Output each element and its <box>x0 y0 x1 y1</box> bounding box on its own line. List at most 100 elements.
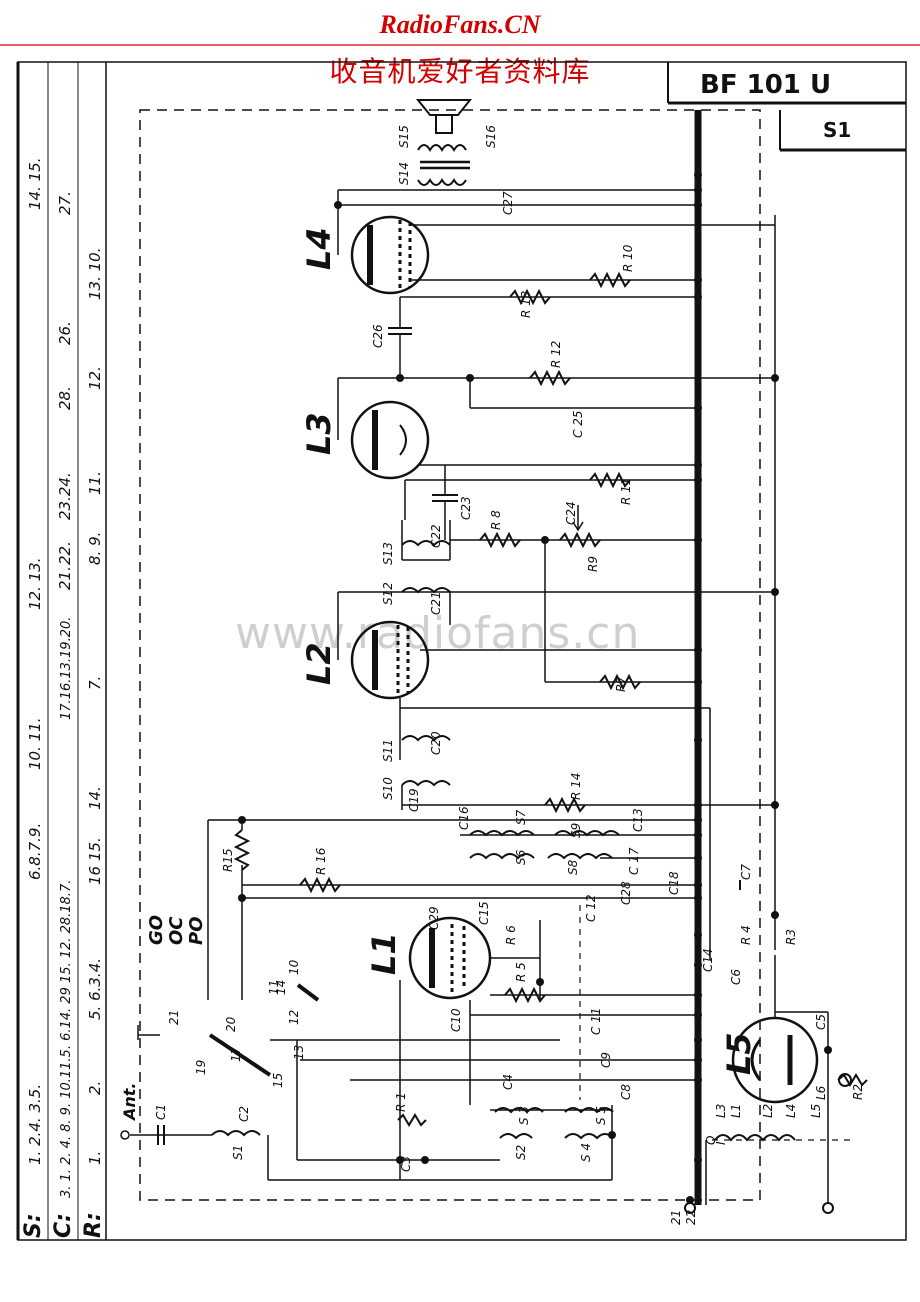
tube-l2 <box>350 620 430 700</box>
side-table-r-label: R: <box>81 1212 106 1238</box>
side-table-c-label: C: <box>51 1213 76 1238</box>
resistor-r12 <box>529 369 571 387</box>
label-heater-l5: L5 <box>809 1104 823 1118</box>
label-heater-l4: L4 <box>784 1104 798 1118</box>
label-r8: R 8 <box>489 510 503 530</box>
side-table-r-value: 5. 6.3.4. <box>86 958 104 1020</box>
label-s14: S14 <box>397 162 411 185</box>
label-ground-22: 22 <box>684 1210 698 1225</box>
band-label-go[interactable]: GO <box>146 915 167 945</box>
antenna-terminal[interactable] <box>120 1130 130 1140</box>
label-c28: C28 <box>619 881 633 905</box>
label-sw17: 17 <box>229 1046 243 1062</box>
label-s10: S10 <box>381 777 395 800</box>
label-c23: C23 <box>459 496 473 520</box>
mains-terminal <box>822 1202 834 1214</box>
sheet-number: S1 <box>823 118 852 142</box>
label-switch-o: O <box>704 1136 718 1145</box>
label-c14: C14 <box>701 948 715 972</box>
label-c25: C 25 <box>571 411 585 438</box>
label-c2: C2 <box>237 1106 251 1122</box>
resistor-r2 <box>837 1073 868 1087</box>
label-c18: C18 <box>667 871 681 895</box>
side-table-r-value: 16 15. <box>86 837 104 885</box>
label-l6: L6 <box>814 1085 828 1100</box>
site-subtitle: 收音机爱好者资料库 <box>329 55 591 88</box>
band-switch-wafer-2[interactable] <box>296 983 320 1002</box>
label-s5: S 5 <box>594 1106 608 1125</box>
coil-s15 <box>417 144 467 152</box>
resistor-r13 <box>509 288 551 306</box>
label-heater-l3: L3 <box>714 1104 728 1118</box>
side-table-c-value: 21. <box>56 566 74 590</box>
chassis-outline <box>139 109 761 1201</box>
model-number: BF 101 U <box>700 70 832 100</box>
speaker-magnet <box>435 114 453 134</box>
label-r15: R15 <box>221 848 235 872</box>
tube-label-l5: L5 <box>720 1032 758 1075</box>
label-s4: S 4 <box>579 1143 593 1162</box>
label-sw13: 13 <box>292 1045 306 1060</box>
tube-label-l4: L4 <box>300 227 338 270</box>
side-table-r-value: 14. <box>86 786 104 810</box>
coil-s4 <box>564 1133 614 1140</box>
label-c21: C21 <box>429 591 443 615</box>
antenna-label: Ant. <box>120 1083 139 1123</box>
label-r10: R 10 <box>621 244 635 272</box>
resistor-r11 <box>589 471 631 489</box>
label-r1: R 1 <box>394 1092 408 1112</box>
band-label-po[interactable]: PO <box>186 917 207 946</box>
tube-label-l2: L2 <box>300 642 338 685</box>
coil-s10 <box>401 780 451 787</box>
label-c4: C4 <box>501 1074 515 1090</box>
band-label-oc[interactable]: OC <box>166 916 187 945</box>
label-r2: R2 <box>851 1084 865 1100</box>
label-sw20: 20 <box>224 1016 238 1032</box>
label-sw15: 15 <box>271 1073 285 1088</box>
label-c24: C24 <box>564 501 578 525</box>
label-c6: C6 <box>729 969 743 985</box>
site-title[interactable]: RadioFans.CN <box>379 10 541 39</box>
label-c1: C1 <box>154 1104 168 1120</box>
side-table-r-value: 1. <box>86 1151 104 1165</box>
tube-label-l3: L3 <box>300 412 338 455</box>
speaker-icon <box>415 99 473 116</box>
coil-s12 <box>401 587 451 594</box>
side-table-r-value: 2. <box>86 1081 104 1095</box>
label-c27: C27 <box>501 191 515 215</box>
side-table-s-value: 10. 11. <box>26 718 44 770</box>
label-switch-i: I <box>714 1141 728 1145</box>
label-sw19: 19 <box>194 1060 208 1075</box>
label-c26: C26 <box>371 324 385 348</box>
label-r7: R7 <box>614 676 628 692</box>
label-sw11: 11 <box>267 980 281 995</box>
label-sw14: 14 <box>274 980 288 995</box>
label-s2: S2 <box>514 1145 528 1160</box>
coil-s8 <box>547 853 613 860</box>
side-table-r-value: 12. <box>86 366 104 390</box>
side-table-c-value: 28. <box>56 386 74 410</box>
label-s9: S9 <box>569 823 583 838</box>
label-c8: C8 <box>619 1084 633 1100</box>
side-table-c-value: 23.24. <box>56 472 74 520</box>
label-c11: C 11 <box>589 1008 603 1035</box>
side-table-s-value: 12. 13. <box>26 558 44 610</box>
side-table-r-value: 11. <box>86 471 104 495</box>
label-ground-21: 21 <box>669 1210 683 1225</box>
volume-control-r9 <box>559 531 601 549</box>
label-s11: S11 <box>381 739 395 762</box>
band-switch-wafer-1[interactable] <box>208 1033 272 1077</box>
coil-s5 <box>564 1107 614 1114</box>
tube-l3 <box>350 400 430 480</box>
resistor-r14 <box>544 796 586 814</box>
label-c20: C20 <box>429 731 443 755</box>
coil-s11 <box>401 735 451 742</box>
label-r16: R 16 <box>314 847 328 875</box>
label-r13: R 13 <box>519 291 533 318</box>
side-table: S: C: R: 1. 2.4. 3.5. 6.8.7.9. 10. 11. 1… <box>21 158 106 1238</box>
coil-s3 <box>494 1107 544 1114</box>
label-c9: C9 <box>599 1052 613 1068</box>
label-c15: C15 <box>477 901 491 925</box>
